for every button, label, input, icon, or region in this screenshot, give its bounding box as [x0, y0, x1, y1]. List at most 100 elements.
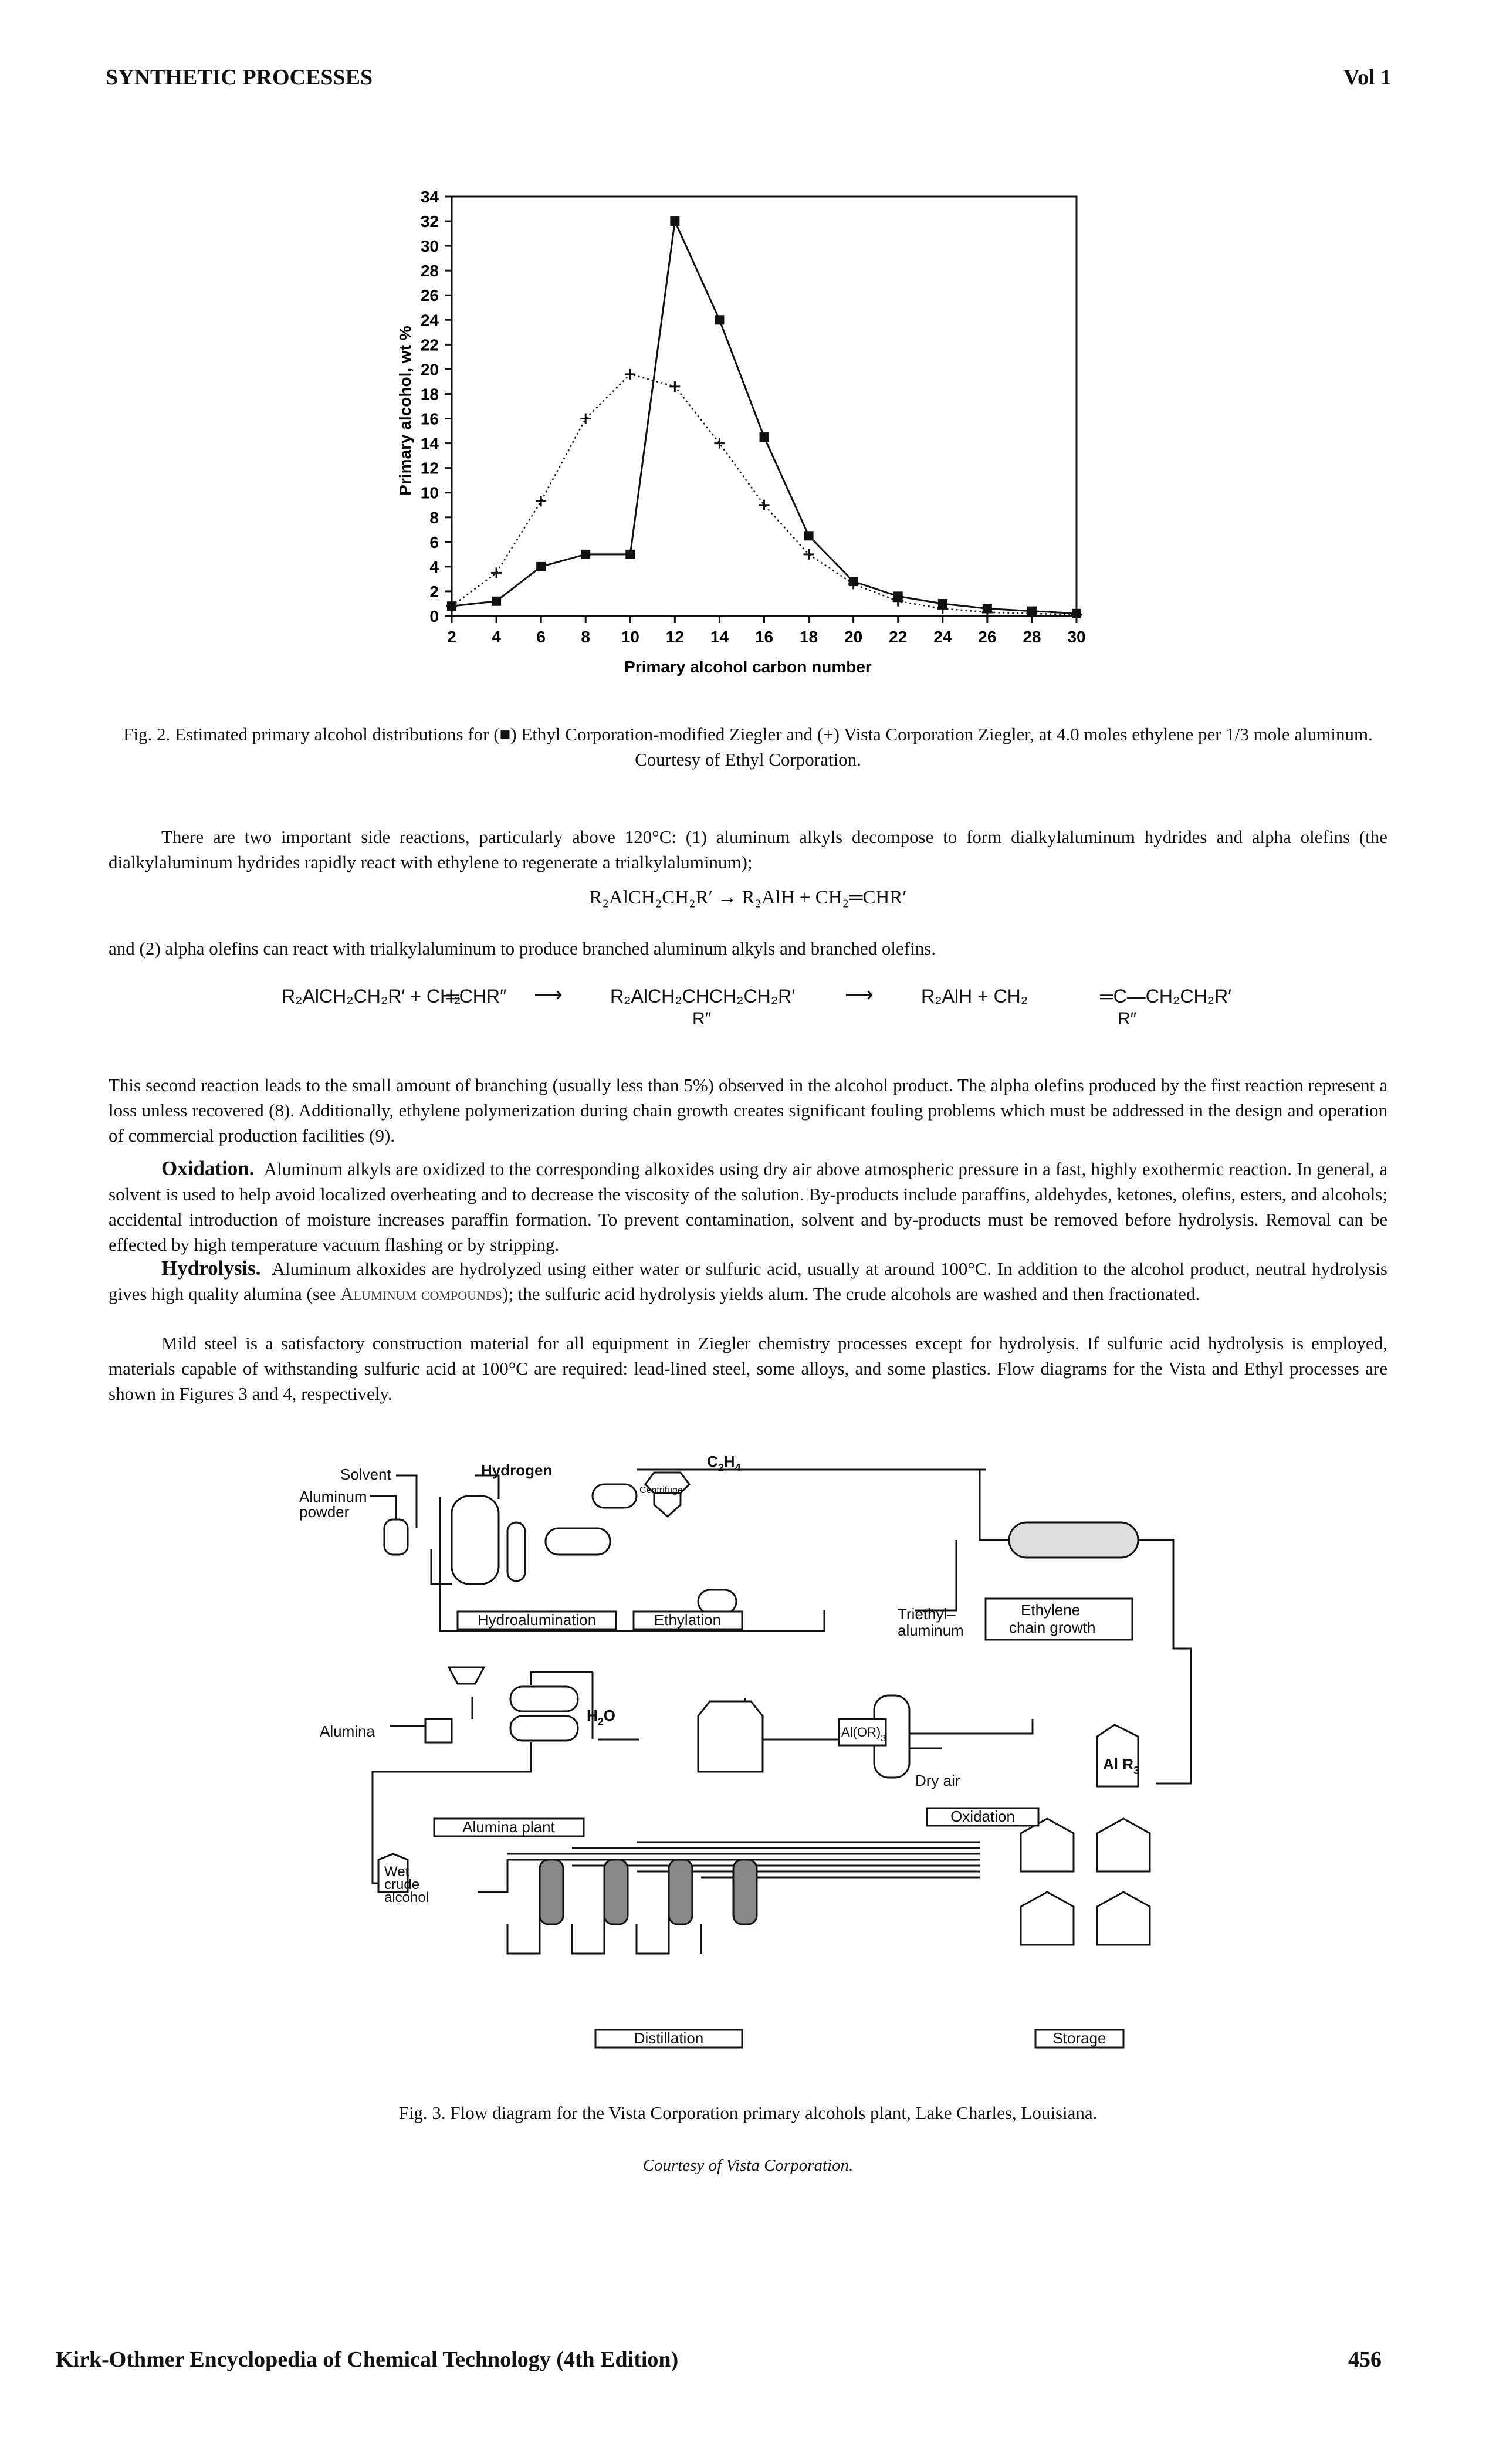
vista-data-point	[759, 499, 770, 510]
alumina-dryer	[424, 1718, 453, 1744]
feed-to-reactor-line	[430, 1549, 452, 1585]
vista-data-point	[669, 381, 681, 392]
aluminum-compounds-link[interactable]: Aluminum compounds	[340, 1284, 503, 1304]
ethylene-label-2: chain growth	[1009, 1619, 1095, 1636]
chart-plot-frame	[451, 195, 1078, 617]
alr3-tank	[1096, 1724, 1139, 1788]
oxidizer-to-alr3-line	[909, 1719, 1034, 1735]
crude-label: crude	[384, 1877, 419, 1893]
equation-decomposition: R₂AlCH₂CH₂R′ → R₂AlH + CH₂═CHR′	[589, 887, 907, 908]
vista-data-point	[446, 601, 457, 612]
hydroalumination-reactor	[451, 1495, 500, 1585]
storage-tank-1	[1020, 1817, 1075, 1873]
vista-data-point	[892, 595, 903, 607]
triethyl-label-2: aluminum	[898, 1622, 964, 1639]
x-tick-label: 22	[889, 628, 907, 646]
equation-branching: R₂AlCH₂CH₂R′ + CH₂ ═CHR″ ⟶ R₂AlCH₂CHCH₂C…	[282, 984, 1279, 1044]
paragraph-side-reactions: There are two important side reactions, …	[109, 827, 1387, 872]
fig3-courtesy: Courtesy of Vista Corporation.	[642, 2156, 854, 2175]
eq2-branched-olefin: ═C—CH₂CH₂R′	[1100, 986, 1232, 1007]
ethyl-data-point	[492, 596, 502, 606]
vista-data-point	[803, 549, 814, 560]
vista-data-point	[491, 567, 502, 578]
oxidation-heading: Oxidation.	[161, 1157, 255, 1180]
y-tick-label: 6	[429, 533, 439, 551]
eq2-hydride-products: R₂AlH + CH₂	[921, 986, 1028, 1007]
fig3-caption: Fig. 3. Flow diagram for the Vista Corpo…	[398, 2103, 1098, 2123]
footer-publication: Kirk-Othmer Encyclopedia of Chemical Tec…	[56, 2347, 679, 2372]
growth-to-oxidation-line	[1138, 1539, 1192, 1785]
water-line	[530, 1671, 593, 1685]
centrifuge-label: Centrifuge	[639, 1485, 683, 1495]
chart-y-axis-label: Primary alcohol, wt %	[396, 326, 414, 496]
ethylene-label-1: Ethylene	[1021, 1601, 1080, 1619]
hydrogen-label: Hydrogen	[481, 1461, 552, 1479]
vista-data-point	[536, 496, 547, 507]
ethyl-data-point	[536, 561, 546, 571]
x-tick-label: 2	[447, 628, 456, 646]
vista-series-line	[451, 373, 1077, 616]
triethyl-label-1: Triethyl–	[898, 1605, 956, 1623]
wet-label: Wet	[384, 1864, 409, 1880]
vista-data-point	[714, 438, 725, 449]
hydrolysis-heading: Hydrolysis.	[161, 1257, 261, 1280]
dry-air-label: Dry air	[915, 1772, 960, 1789]
paragraph-hydrolysis: Hydrolysis. Aluminum alkoxides are hydro…	[109, 1255, 1387, 1307]
y-tick-label: 4	[429, 558, 439, 576]
ethylene-chain-growth-box	[984, 1597, 1133, 1641]
y-tick-label: 8	[429, 509, 439, 527]
dist-feed-1	[478, 1877, 509, 1893]
aior3-box	[838, 1718, 887, 1747]
paragraph-branching-intro: and (2) alpha olefins can react with tri…	[109, 938, 936, 959]
storage-tank-2	[1096, 1817, 1151, 1873]
fig2-caption: Fig. 2. Estimated primary alcohol distri…	[123, 724, 1373, 770]
storage-tank-4	[1096, 1891, 1151, 1946]
vista-data-point	[1026, 608, 1037, 619]
x-tick-label: 4	[492, 628, 501, 646]
ethyl-data-point	[759, 432, 769, 442]
page-number: 456	[1348, 2347, 1382, 2372]
y-tick-label: 0	[429, 607, 439, 625]
distillation-column-2	[603, 1859, 629, 1925]
alumina-hopper	[447, 1666, 486, 1685]
vista-data-point	[981, 607, 993, 618]
x-tick-label: 24	[933, 628, 952, 646]
vista-data-point	[848, 578, 859, 590]
y-tick-label: 32	[421, 212, 439, 231]
solvent-vessel	[383, 1518, 409, 1556]
heat-exchanger-1	[544, 1527, 611, 1556]
hydroalumination-label: Hydroalumination	[478, 1611, 596, 1629]
c2h4-label: C2H4	[707, 1453, 741, 1474]
storage-box	[1034, 2029, 1125, 2049]
product-line-1	[506, 1859, 980, 1877]
x-tick-label: 18	[800, 628, 818, 646]
y-tick-label: 18	[421, 385, 439, 403]
aior3-label: Al(OR)3	[841, 1725, 886, 1744]
y-tick-label: 30	[421, 237, 439, 255]
alumina-plant-box	[433, 1817, 585, 1837]
hydrolysis-vessel-1	[509, 1685, 579, 1712]
x-tick-label: 12	[666, 628, 684, 646]
triethyl-drum	[697, 1589, 737, 1615]
x-tick-label: 10	[621, 628, 639, 646]
y-tick-label: 24	[421, 311, 439, 329]
x-tick-label: 8	[581, 628, 590, 646]
oxidation-box	[926, 1807, 1040, 1827]
alumina-label: Alumina	[320, 1722, 375, 1740]
alkoxide-tank	[697, 1700, 764, 1773]
ethylation-box	[632, 1610, 743, 1630]
centrifuge-cone	[653, 1492, 682, 1518]
y-tick-label: 34	[421, 188, 439, 206]
alr3-label: Al R3	[1103, 1755, 1139, 1776]
h2o-label: H2O	[587, 1707, 615, 1728]
hydrolysis-vessel-2	[509, 1715, 579, 1742]
recycle-loop-line	[439, 1497, 825, 1632]
paragraph-construction-materials: Mild steel is a satisfactory constructio…	[109, 1333, 1387, 1404]
y-tick-label: 22	[421, 336, 439, 354]
volume-label: Vol 1	[1343, 65, 1392, 90]
x-tick-label: 6	[536, 628, 546, 646]
distillation-label: Distillation	[634, 2029, 704, 2047]
eq2-arrow-2: ⟶	[845, 984, 874, 1006]
y-tick-label: 28	[421, 262, 439, 280]
